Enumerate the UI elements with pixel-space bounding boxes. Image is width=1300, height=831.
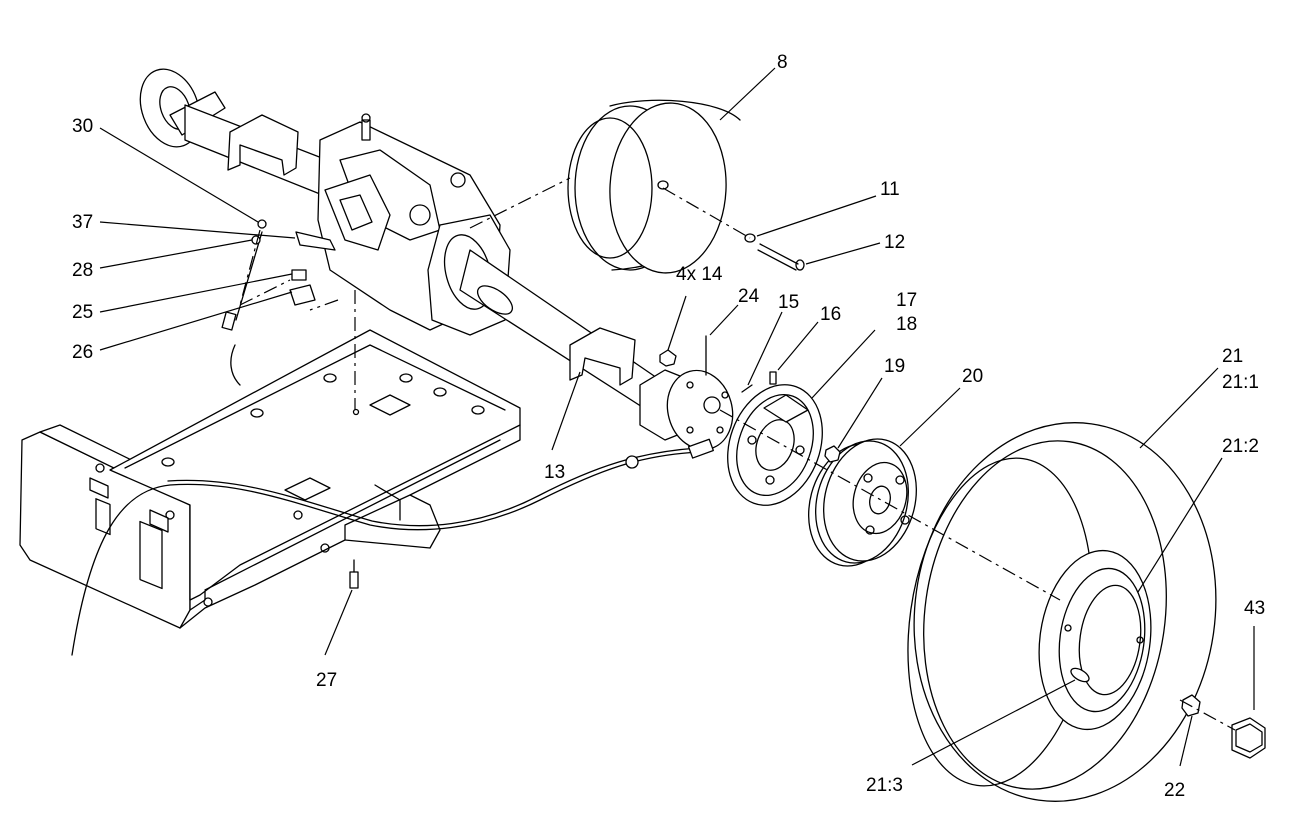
callout-11: 11	[880, 179, 900, 200]
callout-24: 24	[738, 286, 760, 307]
callout-21-3: 21:3	[866, 775, 903, 796]
wheel	[907, 422, 1217, 802]
brake-cable	[71, 231, 714, 656]
frame	[19, 329, 521, 629]
callout-4x14: 4x 14	[676, 264, 723, 285]
callout-15: 15	[778, 292, 799, 313]
pulley	[567, 99, 741, 274]
callouts: 8 11 12 4x 14 24 17 15 16 18 21 19 20 21…	[72, 52, 1265, 801]
callout-30: 30	[72, 116, 93, 137]
callout-21-1: 21:1	[1222, 372, 1259, 393]
callout-27: 27	[316, 670, 337, 691]
callout-16: 16	[820, 304, 841, 325]
callout-28: 28	[72, 260, 93, 281]
callout-25: 25	[72, 302, 93, 323]
callout-21-2: 21:2	[1222, 436, 1259, 457]
callout-26: 26	[72, 342, 93, 363]
brake-plate	[727, 384, 823, 506]
callout-12: 12	[884, 232, 905, 253]
callout-37: 37	[72, 212, 93, 233]
callout-22: 22	[1164, 780, 1185, 801]
callout-19: 19	[884, 356, 905, 377]
callout-17: 17	[896, 290, 917, 311]
callout-18: 18	[896, 314, 917, 335]
callout-13: 13	[544, 462, 565, 483]
transaxle	[139, 68, 734, 451]
callout-20: 20	[962, 366, 983, 387]
callout-43: 43	[1244, 598, 1265, 619]
callout-21: 21	[1222, 346, 1243, 367]
center-lines	[239, 177, 1236, 731]
brake-drum	[808, 438, 917, 567]
callout-8: 8	[777, 52, 788, 73]
leader-lines	[99, 67, 1255, 767]
